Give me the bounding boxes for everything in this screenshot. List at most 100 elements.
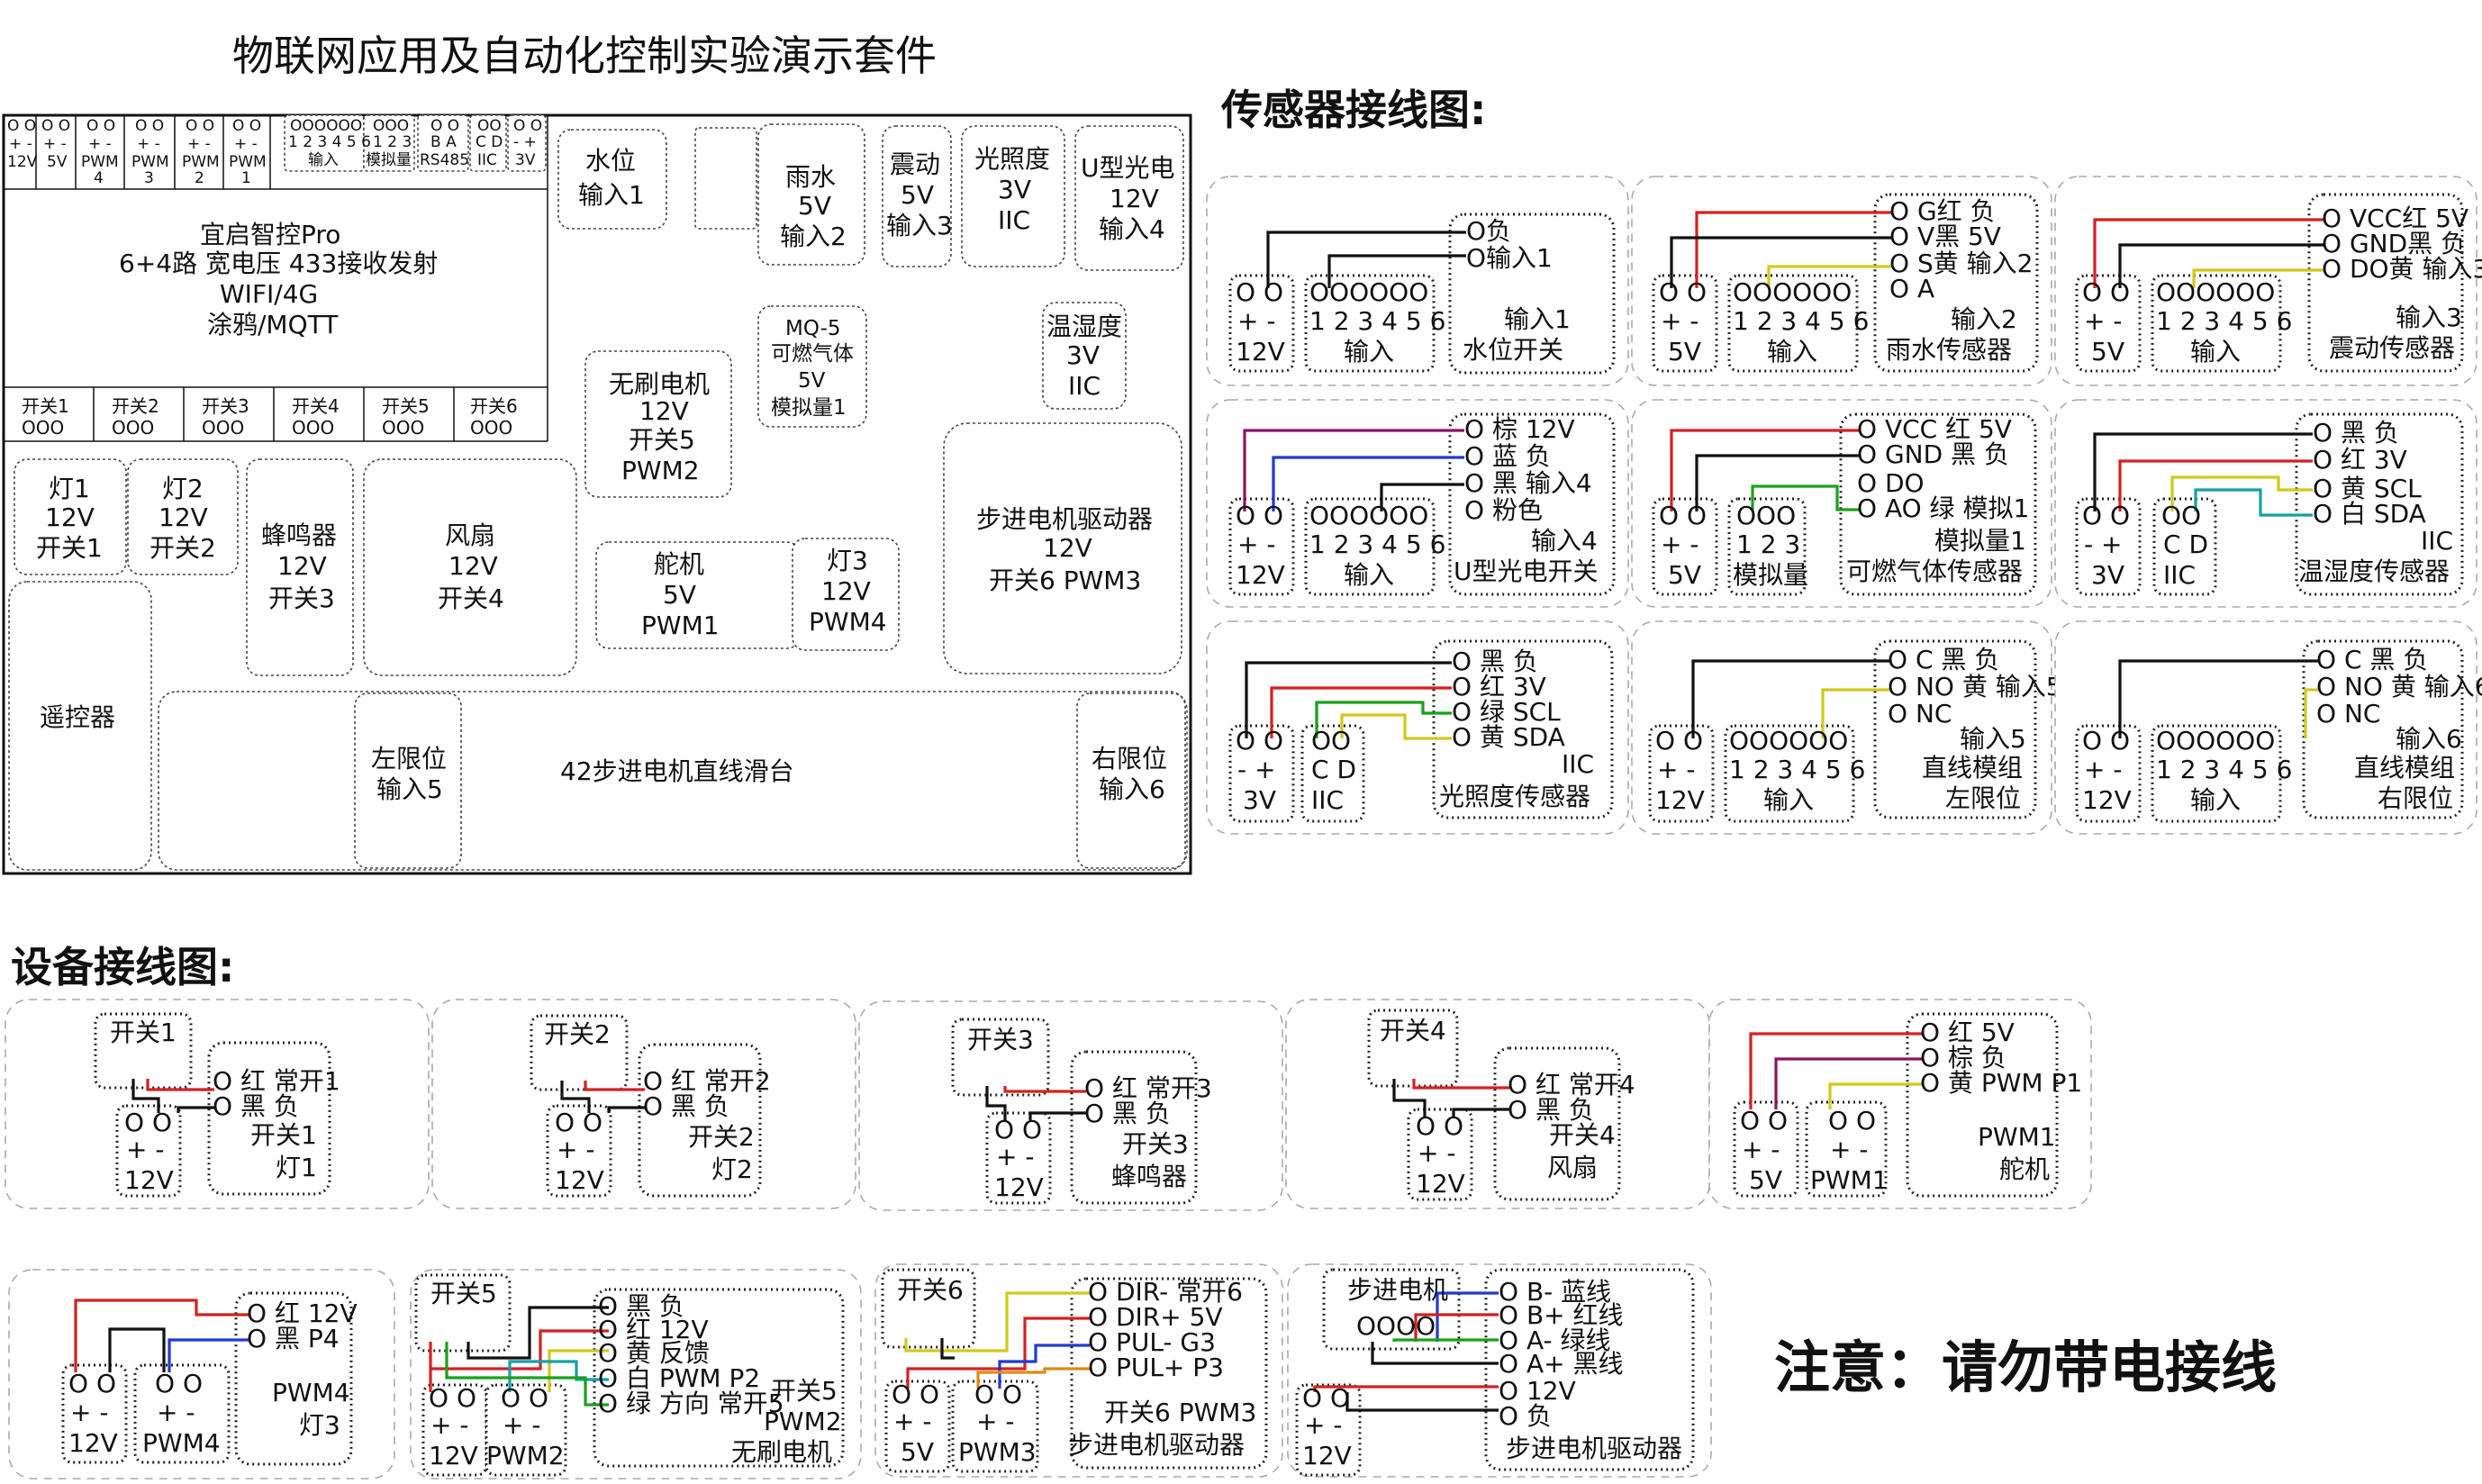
svg-text:3V: 3V [2091, 560, 2124, 590]
svg-text:无刷电机: 无刷电机 [609, 369, 710, 399]
svg-text:O GND黑 负: O GND黑 负 [2322, 229, 2466, 258]
wire-red [2118, 459, 2313, 511]
svg-text:12V: 12V [1110, 184, 1159, 213]
wire-red [1270, 686, 1452, 738]
svg-text:12V: 12V [429, 1441, 478, 1470]
svg-text:O V黑 5V: O V黑 5V [1889, 222, 2001, 251]
svg-text:O DIR- 常开6: O DIR- 常开6 [1088, 1277, 1243, 1307]
svg-text:12V: 12V [45, 502, 95, 532]
svg-text:U型光电: U型光电 [1081, 153, 1175, 183]
svg-text:开关5: 开关5 [629, 425, 695, 455]
svg-text:OOOOOO: OOOOOO [2156, 277, 2275, 307]
svg-text:O 黑 负: O 黑 负 [1452, 647, 1538, 676]
svg-text:开关4: 开关4 [292, 395, 340, 417]
svg-text:开关2: 开关2 [149, 533, 216, 563]
svg-text:O NO 黄 输入6: O NO 黄 输入6 [2316, 672, 2482, 701]
controller: 宜启智控Pro 6+4路 宽电压 433接收发射 WIFI/4G 涂鸦/MQTT [4, 115, 548, 442]
svg-text:OOOOOO: OOOOOO [2156, 726, 2275, 756]
svg-text:1 2 3 4 5 6: 1 2 3 4 5 6 [1733, 306, 1869, 336]
wire-blue [1272, 456, 1464, 511]
wire-red [429, 1329, 609, 1392]
wire-red [74, 1298, 249, 1372]
module-light-sensor: 光照度 3V IIC [961, 125, 1065, 267]
svg-text:2: 2 [195, 169, 204, 187]
svg-text:WIFI/4G: WIFI/4G [220, 279, 318, 309]
svg-text:OO: OO [2161, 501, 2201, 530]
terminal-5v: O O + - 5V [41, 117, 70, 171]
svg-text:O C 黑 负: O C 黑 负 [2316, 645, 2428, 674]
wire-black [607, 1106, 645, 1113]
svg-text:灯1: 灯1 [49, 474, 90, 503]
svg-text:+ -: + - [70, 1398, 108, 1427]
svg-text:输入: 输入 [2190, 337, 2241, 366]
svg-text:OO: OO [1311, 726, 1351, 756]
wire-green [1315, 701, 1452, 738]
wire-black [1345, 1392, 1499, 1412]
svg-text:+ -: + - [88, 135, 112, 153]
svg-text:O 黑 P4: O 黑 P4 [247, 1324, 340, 1353]
svg-text:输入: 输入 [1344, 560, 1394, 590]
svg-text:5V: 5V [2091, 337, 2124, 366]
svg-text:步进电机驱动器: 步进电机驱动器 [1506, 1434, 1682, 1463]
terminal-pwm4: O O + - PWM 4 [81, 117, 119, 187]
svg-text:12V: 12V [994, 1172, 1044, 1202]
wire-black [2118, 243, 2323, 288]
wire-black [1380, 483, 1464, 511]
wire-yellow [904, 1291, 1090, 1353]
svg-text:输入: 输入 [1344, 337, 1394, 366]
wire-red [2093, 218, 2323, 288]
svg-text:12V: 12V [639, 396, 689, 426]
svg-text:开关4: 开关4 [1380, 1016, 1446, 1045]
module-rain: 雨水 5V 输入2 [757, 123, 865, 266]
svg-text:右限位: 右限位 [2378, 783, 2453, 813]
svg-text:PWM4: PWM4 [272, 1378, 350, 1407]
svg-text:舵机: 舵机 [654, 549, 704, 579]
svg-text:O A- 绿线: O A- 绿线 [1499, 1326, 1610, 1355]
svg-text:O O: O O [186, 117, 214, 135]
svg-text:1 2 3: 1 2 3 [1736, 529, 1800, 559]
svg-text:O 黄 PWM P1: O 黄 PWM P1 [1920, 1068, 2082, 1098]
svg-text:O 黑 输入4: O 黑 输入4 [1464, 468, 1592, 498]
svg-text:3V: 3V [998, 175, 1031, 204]
svg-text:开关5: 开关5 [771, 1376, 838, 1406]
svg-text:O C 黑 负: O C 黑 负 [1888, 645, 1999, 674]
svg-text:O DIR+ 5V: O DIR+ 5V [1088, 1302, 1223, 1332]
svg-text:O NC: O NC [2316, 699, 2380, 728]
svg-text:O 红 常开3: O 红 常开3 [1084, 1073, 1212, 1103]
svg-text:O O: O O [86, 117, 115, 135]
svg-text:OOO: OOO [373, 117, 409, 135]
svg-text:光照度传感器: 光照度传感器 [1439, 782, 1590, 811]
terminal-3v: O O - + 3V [513, 117, 542, 169]
svg-text:风扇: 风扇 [1547, 1153, 1598, 1182]
svg-text:光照度: 光照度 [974, 144, 1050, 174]
wire-black [108, 1327, 166, 1372]
svg-text:4: 4 [94, 169, 104, 187]
svg-text:步进电机: 步进电机 [1347, 1275, 1448, 1305]
svg-text:O 黑 负: O 黑 负 [643, 1091, 729, 1121]
sensor-card-left-limit: O C 黑 负 O NO 黄 输入5 O NC 输入5 直线模组 左限位 O O… [1631, 620, 2062, 835]
module-left-limit: 左限位 输入5 [354, 692, 462, 869]
terminal-input: OOOOOO 1 2 3 4 5 6 输入 [288, 117, 371, 169]
svg-text:右限位: 右限位 [1092, 744, 1167, 774]
wire-green [445, 1342, 609, 1407]
svg-text:输入5: 输入5 [376, 774, 443, 804]
svg-text:步进电机驱动器: 步进电机驱动器 [1068, 1430, 1245, 1460]
wire-yellow [2170, 475, 2313, 511]
sensor-card-mq5: O VCC 红 5V O GND 黑 负 O DO O AO 绿 模拟1 模拟量… [1631, 399, 2052, 608]
svg-text:O 黑 负: O 黑 负 [1084, 1099, 1171, 1128]
svg-text:+ -: + - [503, 1410, 540, 1440]
svg-text:IIC: IIC [2421, 526, 2453, 556]
svg-text:O O: O O [1236, 501, 1283, 530]
svg-text:O 绿 方向 常开5: O 绿 方向 常开5 [598, 1389, 784, 1418]
svg-text:+ -: + - [157, 1398, 195, 1427]
svg-text:C D: C D [2163, 529, 2208, 559]
svg-text:+ -: + - [1830, 1135, 1868, 1164]
svg-text:开关2: 开关2 [112, 395, 159, 417]
svg-text:O 红 常开2: O 红 常开2 [643, 1066, 771, 1096]
svg-text:O NO 黄 输入5: O NO 黄 输入5 [1888, 672, 2062, 701]
module-mq5: MQ-5 可燃气体 5V 模拟量1 [757, 305, 867, 428]
svg-text:直线模组: 直线模组 [2354, 753, 2455, 783]
svg-text:5V: 5V [1749, 1165, 1782, 1195]
svg-text:12V: 12V [7, 153, 38, 171]
